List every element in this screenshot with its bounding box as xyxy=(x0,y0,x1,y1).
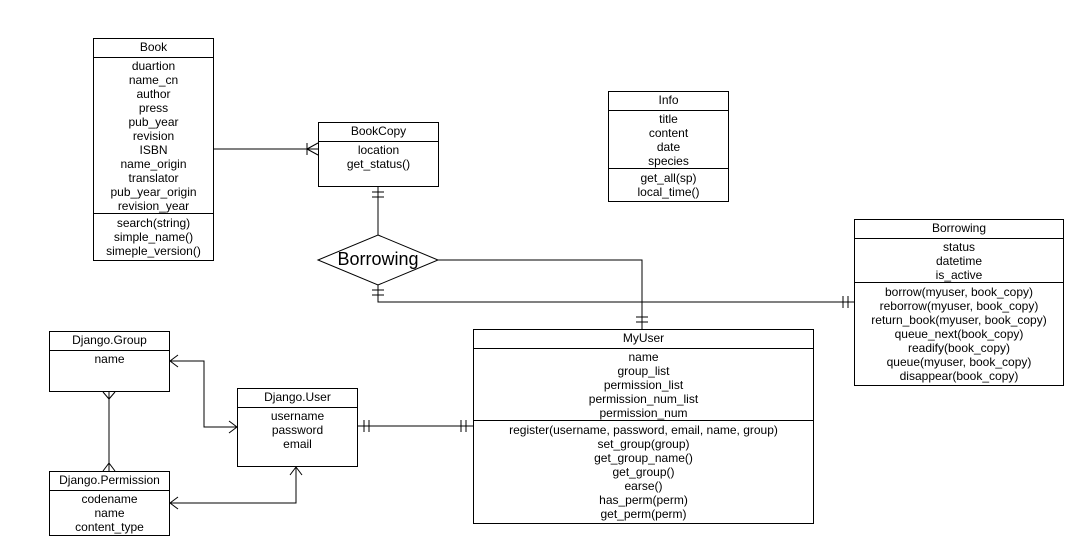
link-borrowing-diamond-entity xyxy=(372,285,854,308)
attribute: location xyxy=(357,143,400,157)
method: readify(book_copy) xyxy=(907,341,1011,355)
attribute: group_list xyxy=(617,364,670,378)
method: queue(myuser, book_copy) xyxy=(886,355,1032,369)
link-borrowing-myuser xyxy=(438,259,648,329)
borrowing-relationship-label: Borrowing xyxy=(337,249,419,269)
method: get_group() xyxy=(612,465,675,479)
method: set_group(group) xyxy=(597,437,690,451)
method: earse() xyxy=(624,479,663,493)
entity-title: MyUser xyxy=(474,330,813,349)
attribute: revision_year xyxy=(117,199,190,213)
method: disappear(book_copy) xyxy=(899,369,1019,383)
entity-bookcopy: BookCopy location get_status() xyxy=(318,122,439,187)
entity-attributes: name group_list permission_list permissi… xyxy=(474,349,813,420)
entity-title: Book xyxy=(94,39,213,58)
attribute: ISBN xyxy=(139,143,168,157)
attribute: content_type xyxy=(75,520,144,534)
method: get_perm(perm) xyxy=(600,507,687,521)
method: reborrow(myuser, book_copy) xyxy=(879,299,1039,313)
method: has_perm(perm) xyxy=(599,493,688,507)
method: register(username, password, email, name… xyxy=(509,423,778,437)
attribute: password xyxy=(271,423,324,437)
entity-title: Django.Permission xyxy=(50,472,169,491)
entity-django-group: Django.Group name xyxy=(49,331,170,392)
entity-title: Borrowing xyxy=(855,220,1063,239)
entity-title: BookCopy xyxy=(319,123,438,142)
entity-attributes: title content date species xyxy=(609,111,728,168)
method: local_time() xyxy=(637,185,700,199)
method: queue_next(book_copy) xyxy=(894,327,1024,341)
entity-methods: borrow(myuser, book_copy) reborrow(myuse… xyxy=(855,282,1063,383)
attribute: email xyxy=(283,437,312,451)
entity-attributes: username password email xyxy=(238,408,357,451)
method: search(string) xyxy=(116,216,191,230)
attribute: name_origin xyxy=(120,157,187,171)
attribute: permission_num_list xyxy=(588,392,699,406)
entity-myuser: MyUser name group_list permission_list p… xyxy=(473,329,814,524)
entity-title: Django.User xyxy=(238,389,357,408)
link-user-myuser xyxy=(358,420,473,432)
entity-attributes: duartion name_cn author press pub_year r… xyxy=(94,58,213,213)
attribute: translator xyxy=(128,171,179,185)
method: borrow(myuser, book_copy) xyxy=(884,285,1034,299)
entity-book: Book duartion name_cn author press pub_y… xyxy=(93,38,214,261)
method: get_group_name() xyxy=(594,451,693,465)
attribute: name xyxy=(94,506,125,520)
attribute: revision xyxy=(132,129,175,143)
attribute: duartion xyxy=(131,59,176,73)
method: return_book(myuser, book_copy) xyxy=(871,313,1047,327)
attribute: name_cn xyxy=(128,73,179,87)
entity-title: Info xyxy=(609,92,728,111)
attribute: permission_list xyxy=(603,378,684,392)
attribute: name xyxy=(628,350,659,364)
method: simeple_version() xyxy=(106,244,201,258)
entity-borrowing: Borrowing status datetime is_active borr… xyxy=(854,219,1064,386)
entity-django-user: Django.User username password email xyxy=(237,388,358,467)
attribute: press xyxy=(138,101,169,115)
attribute: name xyxy=(94,352,125,366)
entity-methods: search(string) simple_name() simeple_ver… xyxy=(94,213,213,258)
attribute: is_active xyxy=(935,268,983,282)
attribute: codename xyxy=(81,492,138,506)
attribute: pub_year_origin xyxy=(110,185,197,199)
method: simple_name() xyxy=(113,230,194,244)
entity-attributes: name xyxy=(50,351,169,366)
attribute: permission_num xyxy=(599,406,688,420)
attribute: status xyxy=(942,240,975,254)
attribute: username xyxy=(270,409,325,423)
borrowing-relationship-diamond xyxy=(316,234,440,286)
link-group-permission xyxy=(102,391,116,472)
link-bookcopy-borrowing xyxy=(372,187,384,235)
method: get_all(sp) xyxy=(640,171,697,185)
attribute: author xyxy=(136,87,171,101)
entity-methods: get_all(sp) local_time() xyxy=(609,168,728,199)
attribute: title xyxy=(659,112,678,126)
entity-methods: register(username, password, email, name… xyxy=(474,420,813,521)
attribute: get_status() xyxy=(346,157,411,171)
entity-django-permission: Django.Permission codename name content_… xyxy=(49,471,170,536)
attribute: content xyxy=(648,126,689,140)
entity-info: Info title content date species get_all(… xyxy=(608,91,729,202)
entity-attributes: codename name content_type xyxy=(50,491,169,534)
attribute: datetime xyxy=(935,254,983,268)
entity-title: Django.Group xyxy=(50,332,169,351)
attribute: date xyxy=(656,140,681,154)
attribute: pub_year xyxy=(128,115,179,129)
link-group-user xyxy=(169,354,238,434)
link-permission-user xyxy=(169,466,303,510)
entity-attributes: location get_status() xyxy=(319,142,438,171)
attribute: species xyxy=(648,154,689,168)
link-book-bookcopy xyxy=(214,142,319,156)
entity-attributes: status datetime is_active xyxy=(855,239,1063,282)
